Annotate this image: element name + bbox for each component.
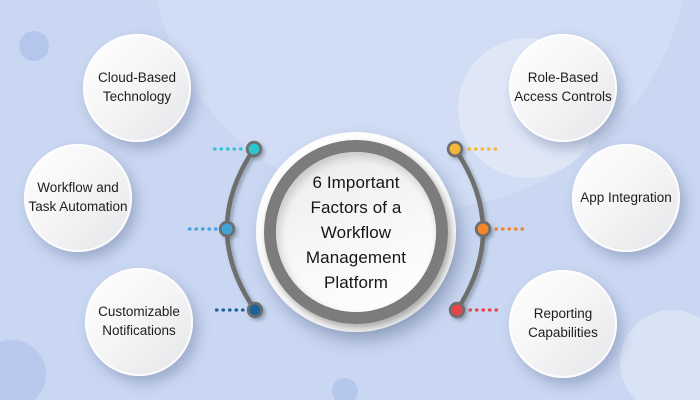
factor-label-line: Capabilities bbox=[528, 325, 598, 340]
decor-circle bbox=[19, 31, 49, 61]
factor-label-line: Notifications bbox=[102, 323, 176, 338]
central-title-line: Platform bbox=[323, 272, 389, 292]
factor-label: Workflow and Task Automation bbox=[28, 179, 127, 216]
left-arc bbox=[224, 146, 258, 313]
factor-label-line: App Integration bbox=[580, 189, 672, 205]
central-title-line: Factors of a bbox=[310, 197, 402, 217]
central-title: 6 Important Factors of a Workflow Manage… bbox=[306, 170, 406, 295]
factor-bubble-customizable-notifications: Customizable Notifications bbox=[85, 268, 193, 376]
factor-label: Cloud-Based Technology bbox=[98, 69, 176, 106]
factor-bubble-cloud-based-technology: Cloud-Based Technology bbox=[83, 34, 191, 142]
node-dot-custom bbox=[246, 301, 264, 319]
central-circle-ring: 6 Important Factors of a Workflow Manage… bbox=[264, 140, 448, 324]
factor-bubble-app-integration: App Integration bbox=[572, 144, 680, 252]
central-circle: 6 Important Factors of a Workflow Manage… bbox=[256, 132, 456, 332]
factor-label-line: Reporting bbox=[533, 306, 593, 322]
factor-label: Reporting Capabilities bbox=[528, 305, 598, 342]
factor-label-line: Access Controls bbox=[514, 89, 612, 104]
decor-circle bbox=[0, 340, 46, 400]
central-circle-inner: 6 Important Factors of a Workflow Manage… bbox=[276, 152, 436, 312]
factor-label-line: Customizable bbox=[98, 304, 180, 320]
factor-label: Customizable Notifications bbox=[98, 303, 180, 340]
right-arc bbox=[452, 146, 486, 313]
decor-circle bbox=[620, 310, 700, 400]
factor-label: App Integration bbox=[580, 189, 672, 208]
factor-label-line: Role-Based bbox=[527, 70, 599, 86]
node-dot-role bbox=[446, 140, 464, 158]
factor-label: Role-Based Access Controls bbox=[514, 69, 612, 106]
node-dot-cloud bbox=[245, 140, 263, 158]
node-dot-report bbox=[448, 301, 466, 319]
node-dot-app bbox=[474, 220, 492, 238]
central-title-line: Workflow bbox=[320, 222, 392, 242]
factor-bubble-workflow-and-task-automation: Workflow and Task Automation bbox=[24, 144, 132, 252]
factor-label-line: Workflow and bbox=[37, 180, 119, 196]
factor-label-line: Task Automation bbox=[28, 199, 128, 214]
central-title-line: Management bbox=[305, 247, 407, 267]
factor-bubble-reporting-capabilities: Reporting Capabilities bbox=[509, 270, 617, 378]
factor-label-line: Technology bbox=[102, 89, 172, 104]
central-title-line: 6 Important bbox=[312, 172, 400, 192]
factor-bubble-role-based-access-controls: Role-Based Access Controls bbox=[509, 34, 617, 142]
decor-circle bbox=[332, 378, 358, 400]
node-dot-workflow bbox=[218, 220, 236, 238]
factor-label-line: Cloud-Based bbox=[97, 70, 177, 86]
